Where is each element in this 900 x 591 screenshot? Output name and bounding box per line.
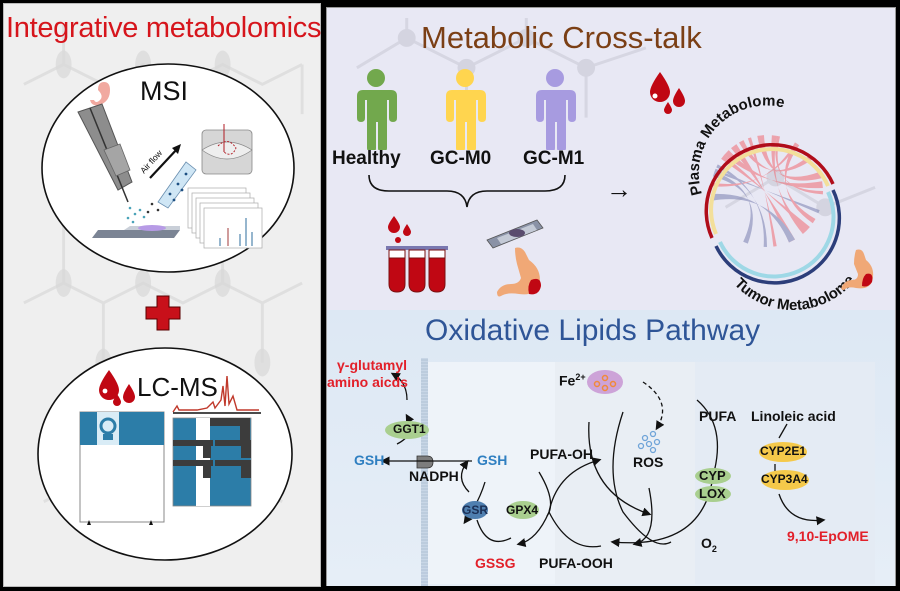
flow-arrow: → [606,174,632,204]
pathway-title: Oxidative Lipids Pathway [425,314,761,347]
crosstalk-title: Metabolic Cross-talk [421,20,702,55]
chord-ribbon [731,144,795,243]
mass-analyzer-icon [201,124,253,175]
plasma-blood-drop-icon [650,72,685,114]
tumor-ring-inner [718,191,836,279]
chord-diagram: Plasma Metabolome Tumor Metabolome [650,72,874,314]
chord-ribbon [721,154,810,231]
cyp3a4-label: CYP3A4 [761,472,808,486]
group-label-gc-m1: GC-M1 [523,148,585,169]
person-icon-healthy [357,69,397,150]
lc-instrument-icon [79,411,165,525]
chord-ribbon [724,150,823,189]
gsr-label: GSR [462,503,489,517]
blood-drop-icon [99,370,135,406]
tumor-stomach-icon [841,249,874,290]
gamma-glutamyl-label-2: amino aicds [327,374,408,390]
person-icon-gc-m1 [536,69,576,150]
cytosol-compartment [555,362,695,584]
stomach-icon [90,82,110,106]
extracellular-compartment [427,362,555,584]
fe2-label: Fe2+ [559,372,586,389]
group-label-healthy: Healthy [332,148,401,169]
pufa-oh-label: PUFA-OH [530,446,593,462]
cyp3a4-enzyme [761,470,809,490]
plasma-ring-outer [704,143,835,239]
ros-label: ROS [633,454,664,470]
pufa-label: PUFA [699,408,737,424]
iron-vesicle-icon [587,370,623,394]
gpx4-enzyme [507,501,539,519]
chromatogram-icon [172,375,259,413]
ggt1-label: GGT1 [393,422,426,436]
lcms-illustration [37,347,293,561]
chord-ribbon [712,171,753,244]
ros-icon [637,430,661,454]
gamma-glutamyl-label-1: γ-glutamyl [337,357,408,373]
spray-droplets [126,202,160,224]
chord-ribbon [739,140,813,172]
msi-section: Air flow [40,62,296,274]
cyp-lox-enzyme-bottom [695,486,731,502]
o2-subscript: 2 [711,543,717,554]
spectrum-peaks [219,218,253,246]
fe-charge: 2+ [575,372,586,382]
cyp-lox-enzyme-top [695,468,731,484]
blood-tubes-icon [386,216,448,293]
gsh-intracellular-label: GSH [477,452,508,468]
cyp2e1-enzyme [759,442,807,462]
o2-label: O2 [701,535,717,554]
nadph-label: NADPH [409,468,459,484]
epome-label: 9,10-EpOME [787,528,869,544]
transporter-icon [416,455,434,469]
integrative-metabolomics-panel: Integrative metabolomics [3,3,321,587]
pathway-diagram [380,358,826,586]
stomach-tissue-slide-icon [486,219,544,297]
ms-instrument-icon [172,417,252,507]
ggt1-enzyme [385,421,429,439]
gpx4-label: GPX4 [506,503,539,517]
lox-label: LOX [699,486,726,501]
plasma-ring-inner [709,147,830,235]
msi-illustration: Air flow [41,63,295,273]
o2-symbol: O [701,535,712,551]
plus-icon [145,295,181,331]
tumor-ring-outer [714,189,842,285]
cyp2e1-label: CYP2E1 [760,444,807,458]
airflow-arrow [149,147,179,179]
gsh-extracellular-label: GSH [354,452,385,468]
group-label-gc-m0: GC-M0 [430,148,492,169]
grouping-brace [368,174,566,208]
pufa-ooh-label: PUFA-OOH [539,555,613,571]
tissue-slide-icon [92,225,180,238]
right-panel: Metabolic Cross-talk Healthy GC-M0 GC-M1 [326,7,896,586]
cyp-label: CYP [699,468,726,483]
gsr-enzyme [462,501,488,519]
lcms-section: LC-MS [37,346,293,564]
lcms-label: LC-MS [137,372,218,402]
msi-probe-icon [77,103,133,203]
pathway-section: Oxidative Lipids Pathway [327,310,895,586]
person-icon-gc-m0 [446,69,486,150]
msi-label: MSI [140,76,189,106]
chord-ribbon [711,193,795,243]
fe-symbol: Fe [559,372,576,389]
gssg-label: GSSG [475,555,516,571]
chord-ribbon [747,137,777,247]
integrative-metabolomics-title: Integrative metabolomics [6,12,322,44]
linoleic-acid-label: Linoleic acid [751,408,836,424]
